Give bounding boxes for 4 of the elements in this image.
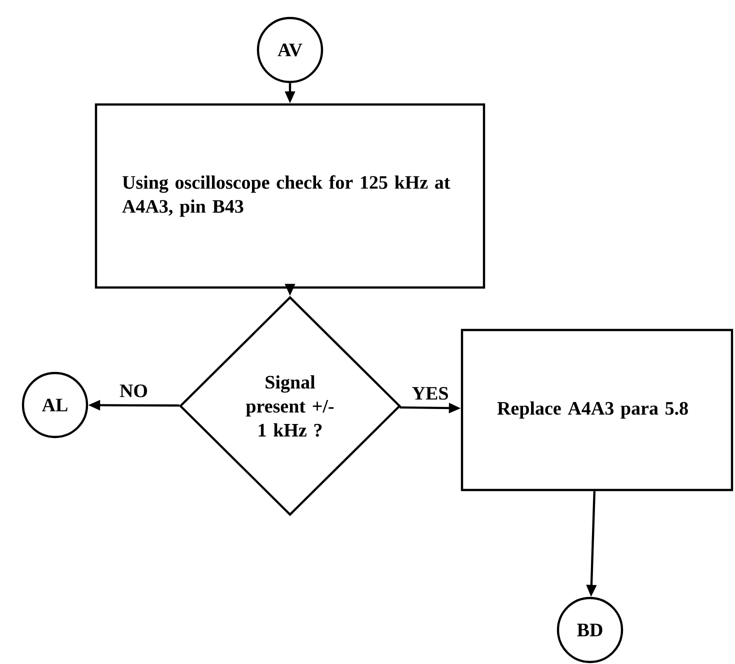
process-box: Replace A4A3 para 5.8 [460,328,734,492]
edge-label: NO [120,384,148,398]
edge-label: YES [412,386,448,400]
process-box: Using oscilloscope check for 125 kHz at A4A3, pin B43 [94,103,486,289]
